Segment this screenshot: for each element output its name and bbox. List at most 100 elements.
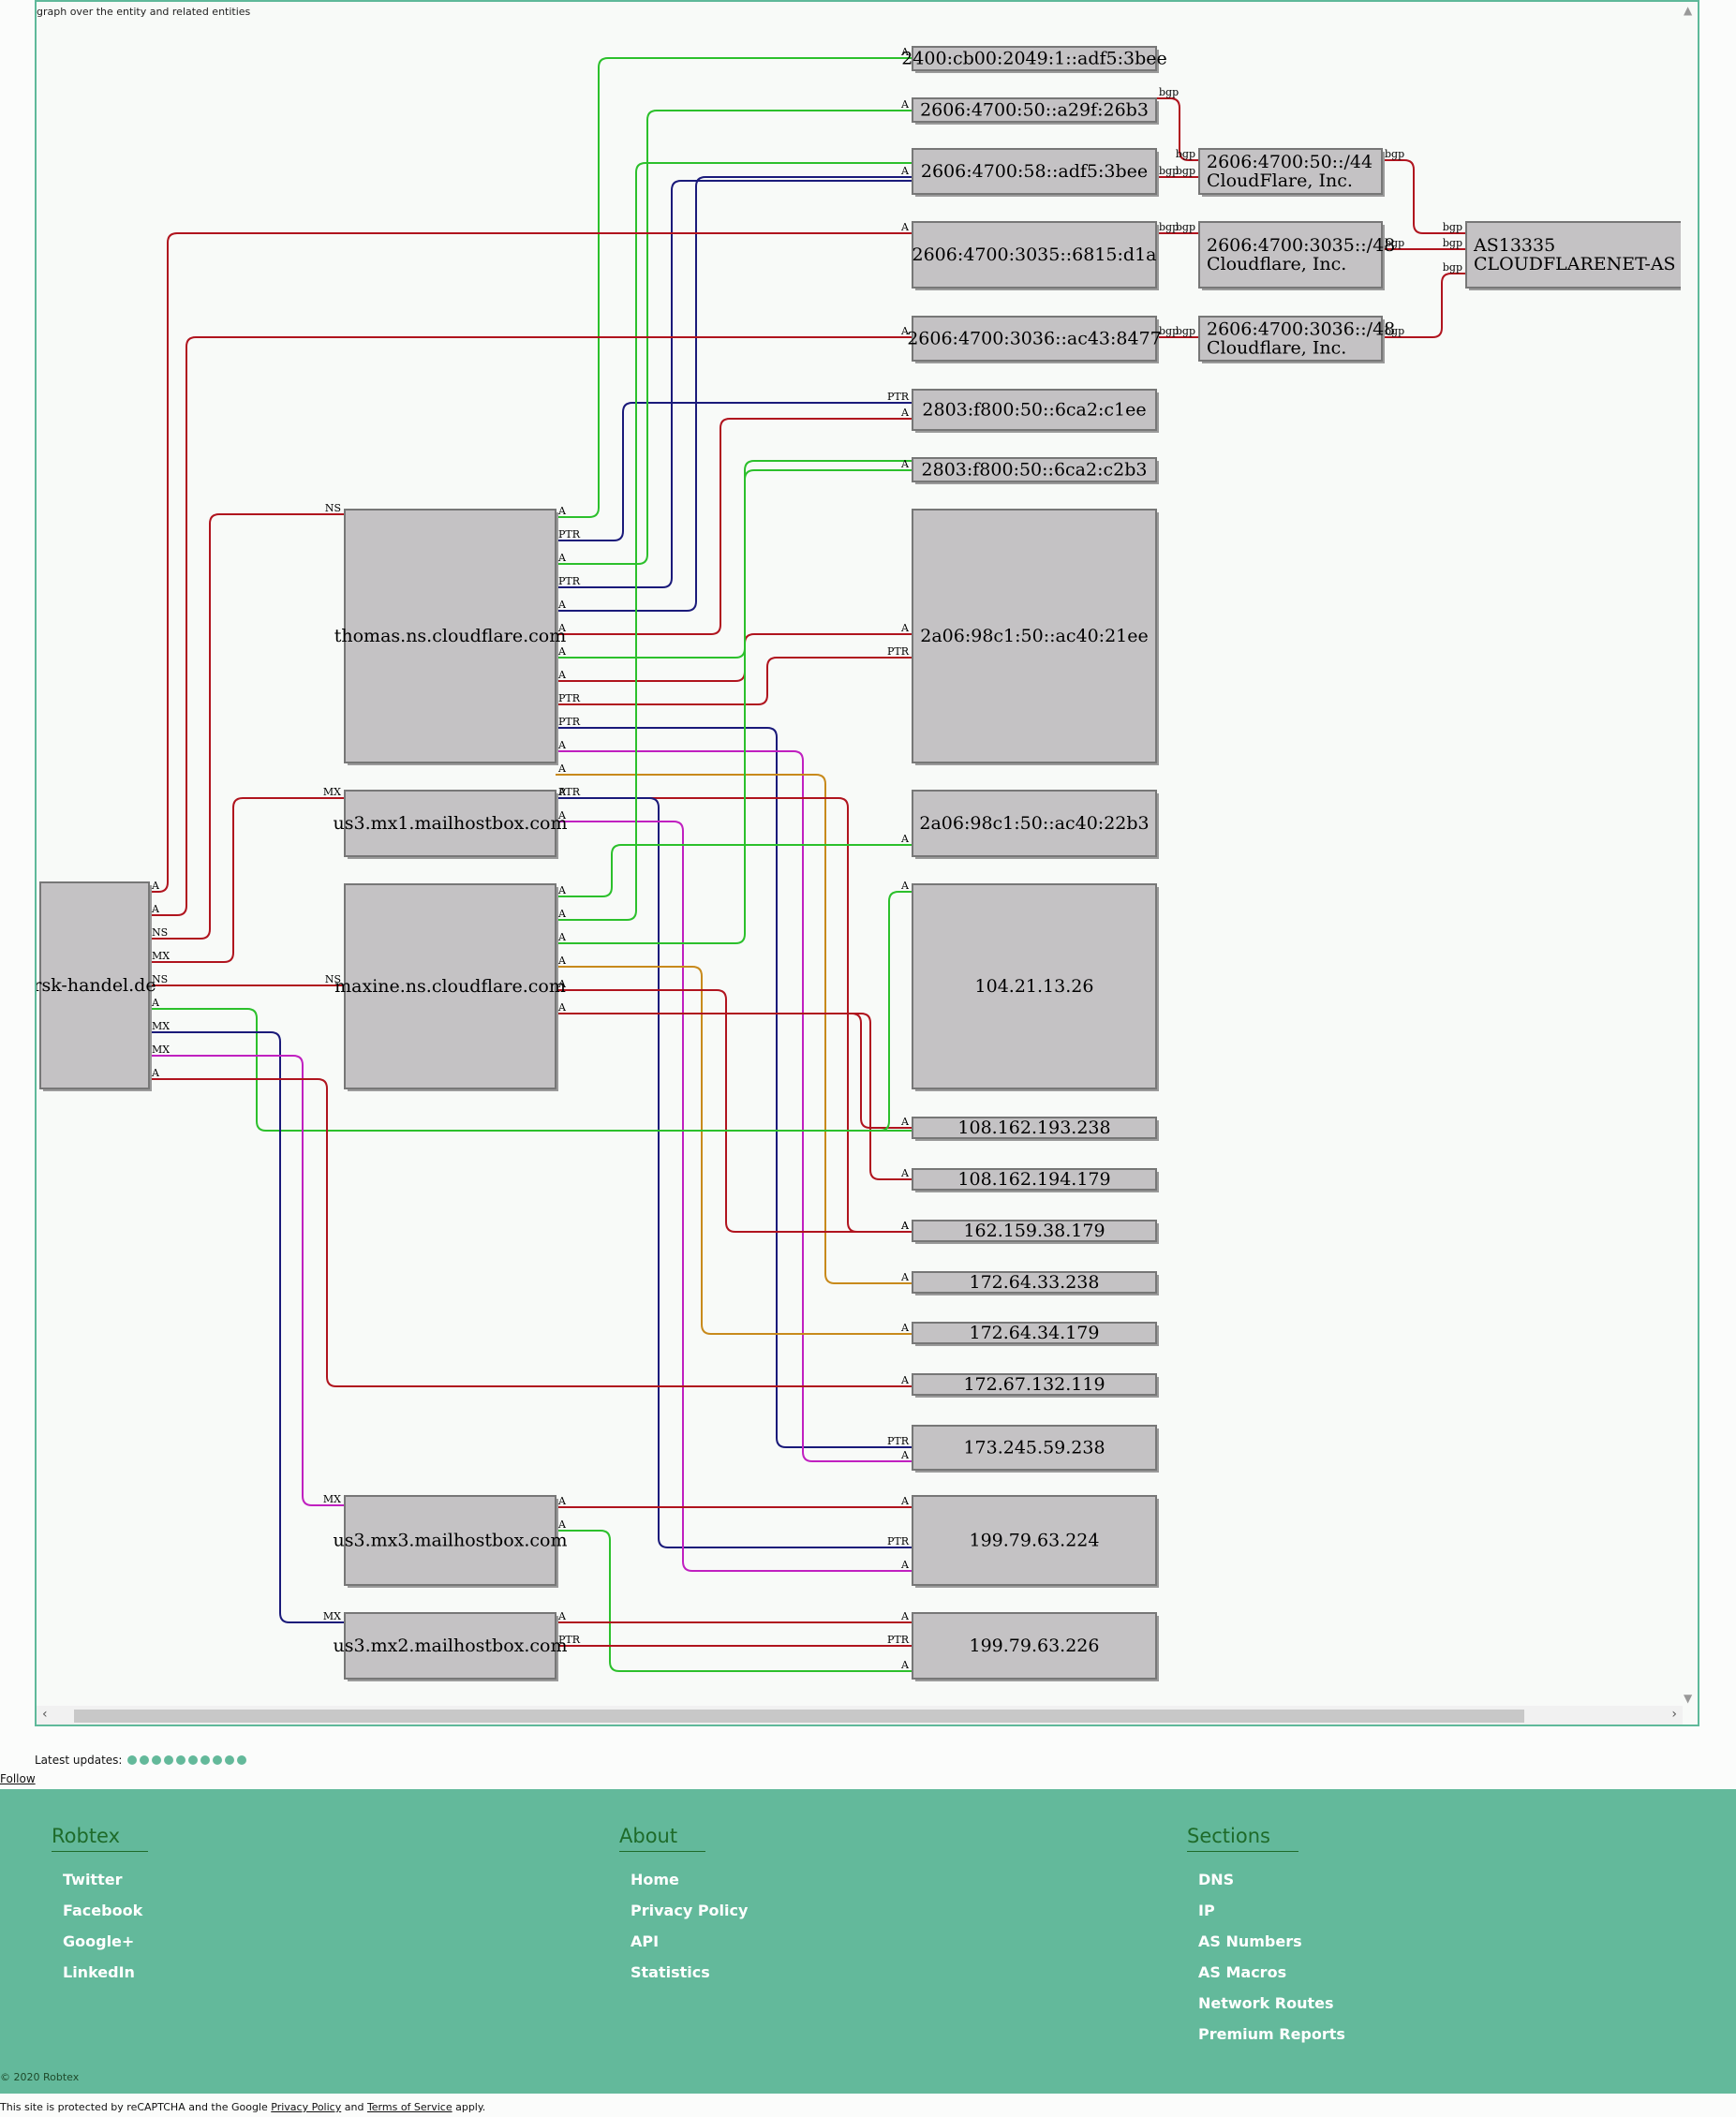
edge-label: bgp	[1385, 237, 1404, 249]
footer-link-ip[interactable]: IP	[1198, 1902, 1215, 1919]
horizontal-scrollbar[interactable]: ‹ ›	[37, 1706, 1683, 1725]
graph-edge	[149, 336, 913, 916]
graph-edge	[1382, 273, 1466, 338]
node-ip6d[interactable]: 2606:4700:3035::6815:d1a	[912, 221, 1160, 290]
edge-label: MX	[323, 1493, 341, 1505]
node-ip4f[interactable]: 172.64.34.179	[912, 1322, 1159, 1346]
update-dot[interactable]	[140, 1755, 150, 1765]
node-ip4h[interactable]: 173.245.59.238	[912, 1425, 1159, 1473]
footer-column-sections: Sections DNS IP AS Numbers AS Macros Net…	[1187, 1825, 1345, 2056]
copyright: © 2020 Robtex	[0, 2071, 80, 2083]
footer-link-linkedin[interactable]: LinkedIn	[63, 1963, 135, 1981]
graph-edge	[556, 821, 913, 1572]
node-ip4d[interactable]: 162.159.38.179	[912, 1220, 1159, 1244]
scroll-right-icon[interactable]: ›	[1671, 1707, 1677, 1722]
footer-link-twitter[interactable]: Twitter	[63, 1871, 123, 1888]
node-ip6a[interactable]: 2400:cb00:2049:1::adf5:3bee	[901, 46, 1167, 73]
edge-label: PTR	[558, 786, 581, 798]
footer-link-home[interactable]: Home	[631, 1871, 679, 1888]
graph-edge	[556, 657, 913, 705]
graph-edge	[556, 460, 913, 944]
node-ip4a[interactable]: 104.21.13.26	[912, 883, 1159, 1091]
node-ip4j[interactable]: 199.79.63.226	[912, 1612, 1159, 1681]
edge-label: bgp	[1176, 148, 1195, 160]
graph-edge	[556, 966, 913, 1335]
node-ip6e[interactable]: 2606:4700:3036::ac43:8477	[907, 316, 1162, 363]
node-thomas[interactable]: thomas.ns.cloudflare.com	[334, 509, 567, 765]
node-mx2[interactable]: us3.mx2.mailhostbox.com	[334, 1612, 568, 1681]
node-ip6b[interactable]: 2606:4700:50::a29f:26b3	[912, 97, 1159, 125]
footer-link-network-routes[interactable]: Network Routes	[1198, 1994, 1334, 2012]
node-ip6g[interactable]: 2803:f800:50::6ca2:c2b3	[912, 457, 1159, 484]
privacy-policy-link[interactable]: Privacy Policy	[271, 2101, 342, 2113]
update-dot[interactable]	[176, 1755, 186, 1765]
update-dot[interactable]	[213, 1755, 223, 1765]
edge-label: NS	[325, 973, 341, 985]
node-ip4b[interactable]: 108.162.193.238	[912, 1117, 1159, 1141]
scroll-up-icon[interactable]: ▲	[1684, 4, 1693, 17]
node-ip6i[interactable]: 2a06:98c1:50::ac40:22b3	[912, 790, 1159, 859]
graph-edge	[149, 1008, 913, 1132]
graph-edge	[556, 57, 913, 518]
edge-label: MX	[152, 950, 170, 962]
footer-link-premium-reports[interactable]: Premium Reports	[1198, 2025, 1345, 2043]
node-ip4e[interactable]: 172.64.33.238	[912, 1271, 1159, 1295]
node-box	[912, 457, 1157, 482]
footer-link-privacy-policy[interactable]: Privacy Policy	[631, 1902, 749, 1919]
node-box	[912, 148, 1157, 195]
graph-edge	[149, 513, 345, 940]
node-label: 172.67.132.119	[963, 1374, 1105, 1395]
node-ip4c[interactable]: 108.162.194.179	[912, 1168, 1159, 1192]
footer-link-dns[interactable]: DNS	[1198, 1871, 1235, 1888]
footer-link-as-numbers[interactable]: AS Numbers	[1198, 1932, 1302, 1950]
node-maxine[interactable]: maxine.ns.cloudflare.com	[334, 883, 566, 1091]
node-label: 2606:4700:3036::/48	[1207, 319, 1395, 340]
edge-label: A	[557, 884, 567, 896]
scroll-left-icon[interactable]: ‹	[42, 1707, 48, 1722]
horizontal-scroll-thumb[interactable]	[74, 1710, 1524, 1723]
edge-label: NS	[325, 502, 341, 514]
node-box	[39, 881, 150, 1089]
update-dot[interactable]	[225, 1755, 235, 1765]
follow-link[interactable]: Follow	[0, 1772, 36, 1785]
footer-link-as-macros[interactable]: AS Macros	[1198, 1963, 1287, 1981]
recaptcha-and: and	[341, 2101, 367, 2113]
footer-link-api[interactable]: API	[631, 1932, 660, 1950]
node-ip6c[interactable]: 2606:4700:58::adf5:3bee	[912, 148, 1159, 197]
node-ip4g[interactable]: 172.67.132.119	[912, 1373, 1159, 1398]
update-dot[interactable]	[164, 1755, 174, 1765]
update-dot[interactable]	[200, 1755, 211, 1765]
node-rsk[interactable]: rsk-handel.de	[37, 881, 156, 1091]
node-box	[912, 1168, 1157, 1191]
edge-label: A	[900, 1167, 910, 1179]
node-mx1[interactable]: us3.mx1.mailhostbox.com	[334, 790, 568, 859]
update-dot[interactable]	[152, 1755, 162, 1765]
footer-link-statistics[interactable]: Statistics	[631, 1963, 710, 1981]
footer-link-facebook[interactable]: Facebook	[63, 1902, 143, 1919]
edge-label: MX	[323, 1610, 341, 1622]
edge-label: A	[151, 903, 160, 915]
vertical-scrollbar[interactable]: ▲ ▼	[1681, 2, 1698, 1707]
node-ip6f[interactable]: 2803:f800:50::6ca2:c1ee	[912, 389, 1159, 433]
node-ip4i[interactable]: 199.79.63.224	[912, 1495, 1159, 1588]
footer-link-googleplus[interactable]: Google+	[63, 1932, 135, 1950]
latest-updates-label: Latest updates:	[35, 1754, 123, 1767]
update-dot[interactable]	[237, 1755, 247, 1765]
edge-label: bgp	[1385, 325, 1404, 337]
node-label: us3.mx2.mailhostbox.com	[334, 1636, 568, 1656]
update-dot[interactable]	[127, 1755, 138, 1765]
graph-edge	[556, 844, 913, 897]
node-mx3[interactable]: us3.mx3.mailhostbox.com	[334, 1495, 568, 1588]
update-dot[interactable]	[188, 1755, 199, 1765]
update-dots[interactable]	[127, 1755, 247, 1765]
node-label: Cloudflare, Inc.	[1207, 254, 1346, 274]
recaptcha-notice: This site is protected by reCAPTCHA and …	[0, 2101, 485, 2113]
node-label: 173.245.59.238	[963, 1438, 1105, 1458]
scroll-down-icon[interactable]: ▼	[1684, 1692, 1693, 1705]
terms-of-service-link[interactable]: Terms of Service	[366, 2101, 453, 2113]
node-ip6h[interactable]: 2a06:98c1:50::ac40:21ee	[912, 509, 1159, 765]
